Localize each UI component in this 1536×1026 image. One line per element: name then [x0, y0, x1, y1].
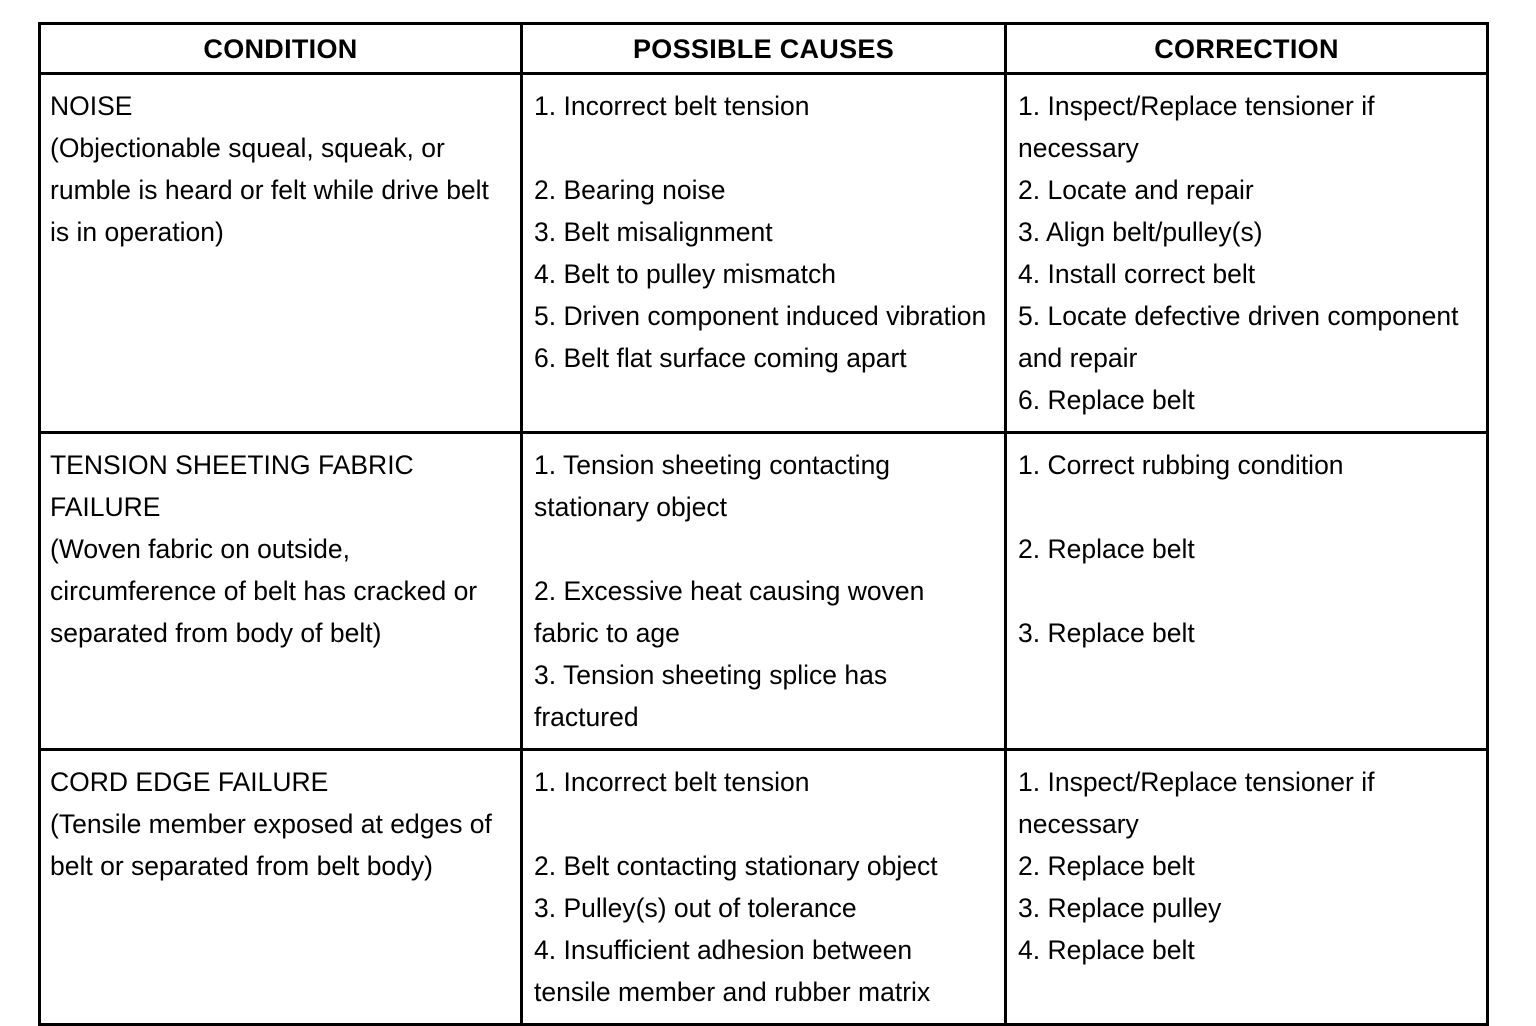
list-item: 3. Pulley(s) out of tolerance [534, 893, 857, 923]
condition-title: TENSION SHEETING FABRIC FAILURE [50, 450, 414, 522]
list-item: 2. Excessive heat causing woven fabric t… [534, 576, 925, 648]
column-header-correction: CORRECTION [1004, 22, 1489, 75]
table-row: NOISE (Objectionable squeal, squeak, or … [38, 72, 1489, 434]
condition-cell-tension-sheeting-fabric-failure: TENSION SHEETING FABRIC FAILURE (Woven f… [38, 431, 523, 751]
list-item: 3. Align belt/pulley(s) [1018, 217, 1263, 247]
list-item: 2. Replace belt [1018, 534, 1195, 564]
list-item: 5. Locate defective driven component and… [1018, 301, 1459, 373]
list-item: 5. Driven component induced vibration [534, 301, 987, 331]
list-item: 3. Replace pulley [1018, 893, 1222, 923]
correction-cell-cord-edge-failure: 1. Inspect/Replace tensioner if necessar… [1004, 748, 1489, 1026]
list-item: 2. Locate and repair [1018, 175, 1254, 205]
condition-title: NOISE [50, 91, 133, 121]
header-row: CONDITION POSSIBLE CAUSES CORRECTION [38, 22, 1489, 75]
correction-cell-tension-sheeting-fabric-failure: 1. Correct rubbing condition 2. Replace … [1004, 431, 1489, 751]
column-header-condition: CONDITION [38, 22, 523, 75]
correction-cell-noise: 1. Inspect/Replace tensioner if necessar… [1004, 72, 1489, 434]
belt-troubleshooting-table: CONDITION POSSIBLE CAUSES CORRECTION NOI… [38, 22, 1489, 1026]
list-item: 3. Tension sheeting splice has fractured [534, 660, 888, 732]
condition-description: (Woven fabric on outside, circumference … [50, 534, 478, 648]
condition-description: (Objectionable squeal, squeak, or rumble… [50, 133, 489, 247]
list-item: 6. Belt flat surface coming apart [534, 343, 907, 373]
condition-cell-noise: NOISE (Objectionable squeal, squeak, or … [38, 72, 523, 434]
table-row: TENSION SHEETING FABRIC FAILURE (Woven f… [38, 431, 1489, 751]
list-item: 2. Replace belt [1018, 851, 1195, 881]
condition-description: (Tensile member exposed at edges of belt… [50, 809, 492, 881]
possible-causes-cell-noise: 1. Incorrect belt tension 2. Bearing noi… [520, 72, 1007, 434]
column-header-possible-causes: POSSIBLE CAUSES [520, 22, 1007, 75]
table-header: CONDITION POSSIBLE CAUSES CORRECTION [38, 22, 1489, 75]
list-item: 2. Belt contacting stationary object [534, 851, 938, 881]
list-item: 4. Install correct belt [1018, 259, 1256, 289]
table-row: CORD EDGE FAILURE (Tensile member expose… [38, 748, 1489, 1026]
list-item: 1. Tension sheeting contacting stationar… [534, 450, 891, 522]
condition-title: CORD EDGE FAILURE [50, 767, 329, 797]
list-item: 4. Replace belt [1018, 935, 1195, 965]
list-item: 2. Bearing noise [534, 175, 726, 205]
spacer [1018, 486, 1476, 528]
table-body: NOISE (Objectionable squeal, squeak, or … [38, 72, 1489, 1026]
list-item: 3. Belt misalignment [534, 217, 773, 247]
page-root: CONDITION POSSIBLE CAUSES CORRECTION NOI… [38, 22, 1489, 1026]
possible-causes-cell-cord-edge-failure: 1. Incorrect belt tension 2. Belt contac… [520, 748, 1007, 1026]
list-item: 1. Inspect/Replace tensioner if necessar… [1018, 767, 1375, 839]
list-item: 1. Inspect/Replace tensioner if necessar… [1018, 91, 1375, 163]
list-item: 1. Correct rubbing condition [1018, 450, 1344, 480]
list-item: 3. Replace belt [1018, 618, 1195, 648]
spacer [1018, 570, 1476, 612]
list-item: 4. Insufficient adhesion between tensile… [534, 935, 931, 1007]
possible-causes-cell-tension-sheeting-fabric-failure: 1. Tension sheeting contacting stationar… [520, 431, 1007, 751]
list-item: 1. Incorrect belt tension [534, 767, 810, 797]
list-item: 1. Incorrect belt tension [534, 91, 810, 121]
list-item: 6. Replace belt [1018, 385, 1195, 415]
list-item: 4. Belt to pulley mismatch [534, 259, 836, 289]
condition-cell-cord-edge-failure: CORD EDGE FAILURE (Tensile member expose… [38, 748, 523, 1026]
